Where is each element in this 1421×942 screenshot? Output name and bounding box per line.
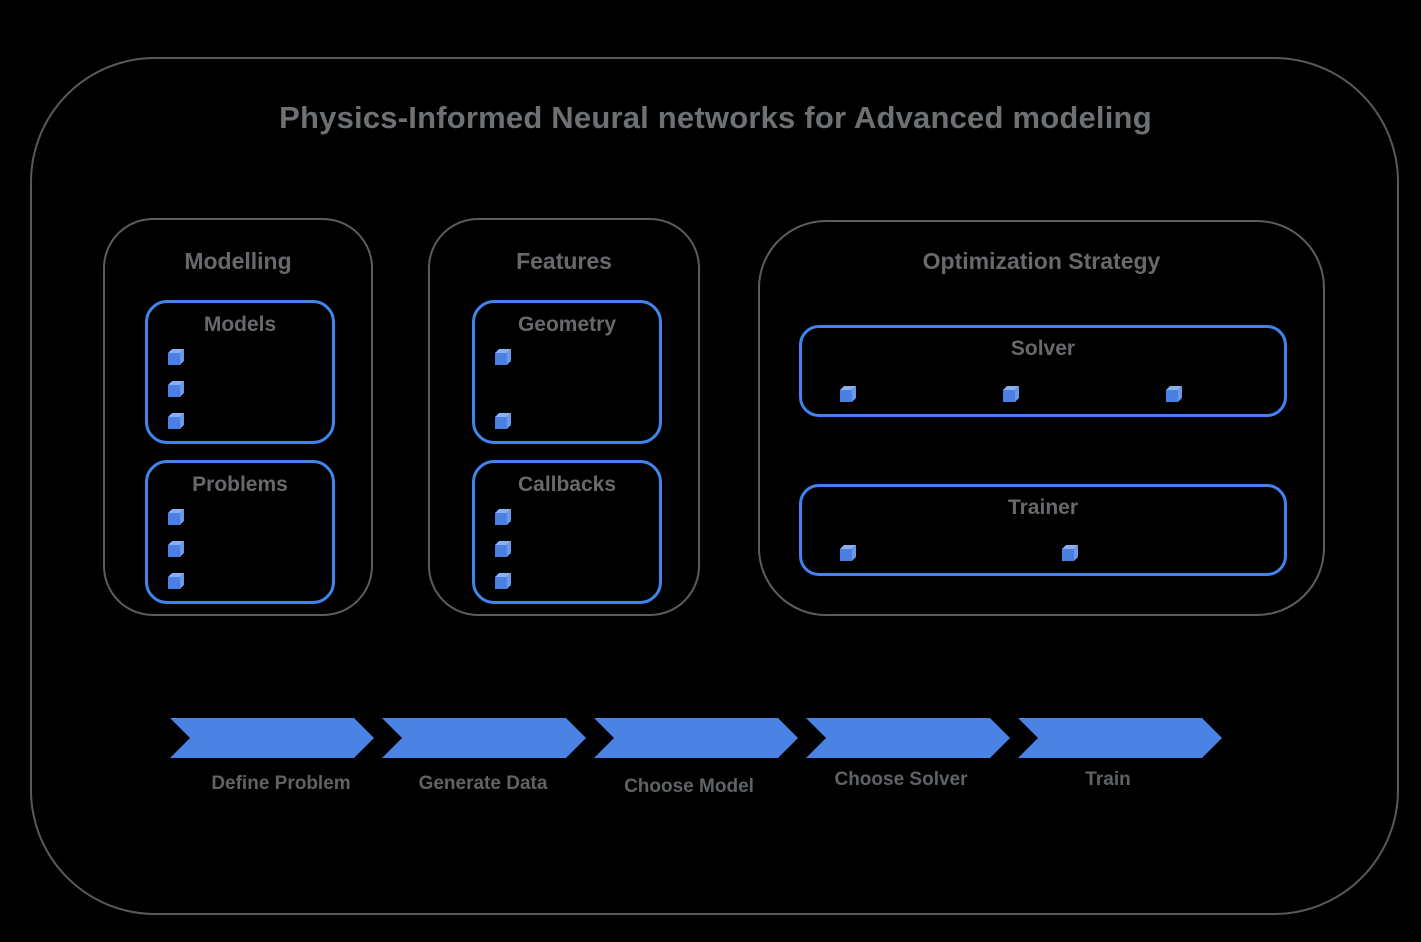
arrow-segment-choose-solver <box>806 718 1010 758</box>
page-title: Physics-Informed Neural networks for Adv… <box>279 100 1152 135</box>
cube-bullet-icon <box>495 353 507 365</box>
flow-label-train: Train <box>1085 769 1131 790</box>
cube-bullet-icon <box>1062 549 1074 561</box>
section-features: Features Geometry Callbacks <box>428 218 700 616</box>
box-models-title: Models <box>203 313 277 336</box>
section-modelling: Modelling Models Problems <box>103 218 373 616</box>
box-trainer: Trainer <box>799 484 1287 576</box>
cube-bullet-icon <box>168 417 180 429</box>
geometry-bullet-list <box>495 349 507 429</box>
cube-bullet-icon <box>168 545 180 557</box>
outer-container <box>30 57 1399 915</box>
callbacks-bullet-list <box>495 509 507 589</box>
box-problems: Problems <box>145 460 335 604</box>
section-optimization-strategy: Optimization Strategy Solver Trainer <box>758 220 1325 616</box>
cube-bullet-icon <box>495 417 507 429</box>
cube-bullet-icon <box>1166 390 1178 402</box>
cube-bullet-icon <box>168 353 180 365</box>
arrow-segment-choose-model <box>594 718 798 758</box>
section-optimization-title: Optimization Strategy <box>922 248 1161 274</box>
box-solver-title: Solver <box>1010 337 1076 360</box>
flow-label-generate-data: Generate Data <box>418 773 548 794</box>
cube-bullet-icon <box>1003 390 1015 402</box>
box-problems-title: Problems <box>192 473 288 496</box>
box-models: Models <box>145 300 335 444</box>
box-trainer-title: Trainer <box>1007 496 1079 519</box>
process-flow <box>170 718 1222 758</box>
box-geometry-title: Geometry <box>517 313 617 336</box>
arrow-segment-train <box>1018 718 1222 758</box>
section-modelling-title: Modelling <box>184 248 292 274</box>
flow-label-choose-model: Choose Model <box>624 776 754 797</box>
arrow-segment-generate-data <box>382 718 586 758</box>
box-callbacks-title: Callbacks <box>517 473 617 496</box>
arrow-segment-define-problem <box>170 718 374 758</box>
box-solver: Solver <box>799 325 1287 417</box>
box-callbacks: Callbacks <box>472 460 662 604</box>
problems-bullet-list <box>168 509 180 589</box>
cube-bullet-icon <box>168 577 180 589</box>
cube-bullet-icon <box>495 513 507 525</box>
trainer-bullet-list <box>840 545 1074 561</box>
cube-bullet-icon <box>168 385 180 397</box>
cube-bullet-icon <box>168 513 180 525</box>
flow-label-define-problem: Define Problem <box>211 773 351 794</box>
cube-bullet-icon <box>840 549 852 561</box>
flow-label-choose-solver: Choose Solver <box>834 769 968 790</box>
models-bullet-list <box>168 349 180 429</box>
section-features-title: Features <box>516 248 612 274</box>
box-geometry: Geometry <box>472 300 662 444</box>
cube-bullet-icon <box>495 577 507 589</box>
cube-bullet-icon <box>840 390 852 402</box>
solver-bullet-list <box>840 386 1178 402</box>
cube-bullet-icon <box>495 545 507 557</box>
